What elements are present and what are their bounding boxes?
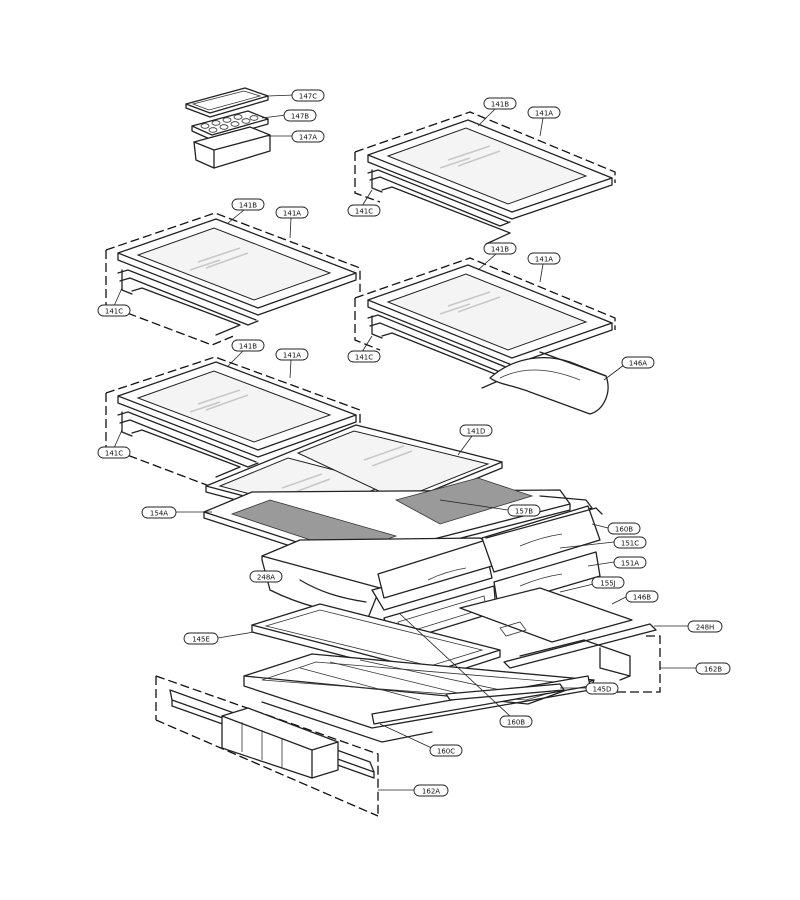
callout-label: 141C <box>355 208 373 216</box>
bottom-cover-assembly <box>155 635 661 817</box>
callout-label: 154A <box>150 510 168 518</box>
callout-141d: 141D <box>459 424 493 437</box>
callout-146a: 146A <box>621 356 655 369</box>
callout-label: 147C <box>299 93 317 101</box>
callout-label: 145E <box>192 636 210 644</box>
callout-label: 151A <box>621 560 639 568</box>
callout-label: 147A <box>299 134 317 142</box>
callout-label: 160C <box>437 748 455 756</box>
callout-label: 160B <box>507 719 525 727</box>
callout-141a-1: 141A <box>527 106 561 119</box>
callout-151a: 151A <box>613 556 647 569</box>
callout-label: 157B <box>515 508 533 516</box>
lower-trays <box>243 587 657 743</box>
shelf-assembly-4 <box>105 356 361 488</box>
callout-label: 141C <box>105 308 123 316</box>
callout-160c: 160C <box>429 744 463 757</box>
shelf-assembly-3 <box>354 257 616 415</box>
callout-145d: 145D <box>585 682 619 695</box>
shelf-assembly-2 <box>105 212 361 346</box>
callout-label: 146A <box>629 360 647 368</box>
callout-label: 162A <box>422 788 440 796</box>
callout-155j: 155J <box>591 576 625 589</box>
callout-141c-4: 141C <box>97 446 131 459</box>
callout-154a: 154A <box>141 506 177 519</box>
shelf-assembly-1 <box>354 111 616 245</box>
callout-248h: 248H <box>687 620 723 633</box>
callout-147a: 147A <box>291 130 325 143</box>
callout-label: 146B <box>633 594 651 602</box>
callout-160b-2: 160B <box>499 715 533 728</box>
callout-157b: 157B <box>507 504 541 517</box>
callout-141c-3: 141C <box>347 350 381 363</box>
callout-label: 155J <box>600 580 615 588</box>
egg-tray-assembly <box>185 87 271 169</box>
callout-141b-2: 141B <box>231 198 265 211</box>
callout-label: 248H <box>696 624 715 632</box>
callout-label: 141B <box>491 101 509 109</box>
callout-141c-1: 141C <box>347 204 381 217</box>
callout-label: 141C <box>355 354 373 362</box>
callout-145e: 145E <box>183 632 219 645</box>
callout-151c: 151C <box>613 536 647 549</box>
callout-162a: 162A <box>413 784 449 797</box>
callout-label: 141C <box>105 450 123 458</box>
callout-160b-1: 160B <box>607 522 641 535</box>
callout-141a-4: 141A <box>275 348 309 361</box>
callout-label: 141D <box>467 428 486 436</box>
callout-141a-2: 141A <box>275 206 309 219</box>
callout-162b: 162B <box>695 662 731 675</box>
callout-141c-2: 141C <box>97 304 131 317</box>
callout-label: 147B <box>291 113 309 121</box>
callout-141b-3: 141B <box>483 242 517 255</box>
callout-label: 141B <box>239 202 257 210</box>
callout-label: 151C <box>621 540 639 548</box>
callout-141b-4: 141B <box>231 339 265 352</box>
callout-label: 145D <box>593 686 612 694</box>
callout-141a-3: 141A <box>527 252 561 265</box>
callout-label: 141A <box>283 352 301 360</box>
callout-146b: 146B <box>625 590 659 603</box>
callout-147c: 147C <box>291 89 325 102</box>
callout-141b-1: 141B <box>483 97 517 110</box>
callout-147b: 147B <box>283 109 317 122</box>
callout-label: 141B <box>491 246 509 254</box>
callout-label: 141A <box>535 110 553 118</box>
callout-248a: 248A <box>249 570 283 583</box>
callout-label: 162B <box>704 666 722 674</box>
callout-label: 141B <box>239 343 257 351</box>
callout-label: 141A <box>283 210 301 218</box>
callout-label: 248A <box>257 574 275 582</box>
callout-label: 160B <box>615 526 633 534</box>
callout-label: 141A <box>535 256 553 264</box>
